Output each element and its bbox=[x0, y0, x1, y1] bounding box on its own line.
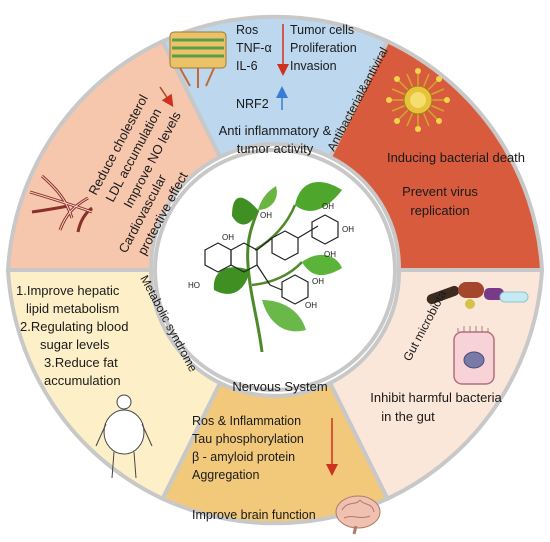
metabolic-line-1: 1.Improve hepatic bbox=[16, 283, 120, 298]
intestinal-cell-icon bbox=[453, 326, 495, 385]
metabolic-line-2: lipid metabolism bbox=[26, 301, 119, 316]
tea-leaf-illustration bbox=[213, 182, 342, 353]
sector-lower-right-bg bbox=[327, 268, 545, 502]
metabolic-line-3: 2.Regulating blood bbox=[20, 319, 128, 334]
catechin-molecule bbox=[204, 214, 339, 305]
tissue-icon bbox=[169, 31, 227, 88]
oh-label: OH bbox=[312, 277, 324, 286]
il6-label: IL-6 bbox=[236, 59, 258, 73]
tnf-label: TNF-α bbox=[236, 41, 272, 55]
in-the-gut-label: in the gut bbox=[381, 409, 435, 424]
nrf2-label: NRF2 bbox=[236, 97, 269, 111]
anti-inflammatory-label: Anti inflammatory & bbox=[219, 123, 332, 138]
prevent-virus-label: Prevent virus bbox=[402, 184, 478, 199]
virus-icon bbox=[386, 68, 450, 132]
nervous-system-title: Nervous System bbox=[232, 379, 327, 394]
sector-upper-right-bg bbox=[327, 38, 545, 272]
sector-bottom: Nervous System Ros & Inflammation Tau ph… bbox=[192, 379, 381, 535]
decrease-arrow bbox=[159, 86, 174, 107]
metabolic-line-4: sugar levels bbox=[40, 337, 110, 352]
molecule-oh-labels: OH HO OH OH OH OH OH OH bbox=[188, 202, 354, 310]
invasion-label: Invasion bbox=[290, 59, 337, 73]
oh-label: OH bbox=[324, 250, 336, 259]
replication-label: replication bbox=[410, 203, 469, 218]
amyloid-label: β - amyloid protein bbox=[192, 450, 295, 464]
metabolic-line-5: 3.Reduce fat bbox=[44, 355, 118, 370]
ros-label: Ros bbox=[236, 23, 258, 37]
brain-icon bbox=[335, 495, 381, 535]
oh-label: OH bbox=[305, 301, 317, 310]
sector-lower-left-bg bbox=[5, 268, 223, 502]
oh-label: OH bbox=[260, 211, 272, 220]
aggregation-label: Aggregation bbox=[192, 468, 259, 482]
tumor-cells-label: Tumor cells bbox=[290, 23, 354, 37]
oh-label: HO bbox=[188, 281, 200, 290]
proliferation-label: Proliferation bbox=[290, 41, 357, 55]
brain-function-label: Improve brain function bbox=[192, 508, 316, 522]
blood-vessel-icon bbox=[29, 175, 93, 231]
bacteria-icon bbox=[426, 282, 529, 309]
bacterial-death-label: Inducing bacterial death bbox=[387, 150, 525, 165]
inhibit-bacteria-label: Inhibit harmful bacteria bbox=[370, 390, 502, 405]
ros-inflammation-label: Ros & Inflammation bbox=[192, 414, 301, 428]
obese-person-icon bbox=[95, 394, 153, 479]
center-circle bbox=[153, 148, 397, 392]
oh-label: OH bbox=[322, 202, 334, 211]
oh-label: OH bbox=[342, 225, 354, 234]
oh-label: OH bbox=[222, 233, 234, 242]
tumor-activity-label: tumor activity bbox=[237, 141, 314, 156]
metabolic-line-6: accumulation bbox=[44, 373, 121, 388]
sector-top: Ros TNF-α IL-6 Tumor cells Proliferation… bbox=[169, 23, 357, 156]
tau-label: Tau phosphorylation bbox=[192, 432, 304, 446]
